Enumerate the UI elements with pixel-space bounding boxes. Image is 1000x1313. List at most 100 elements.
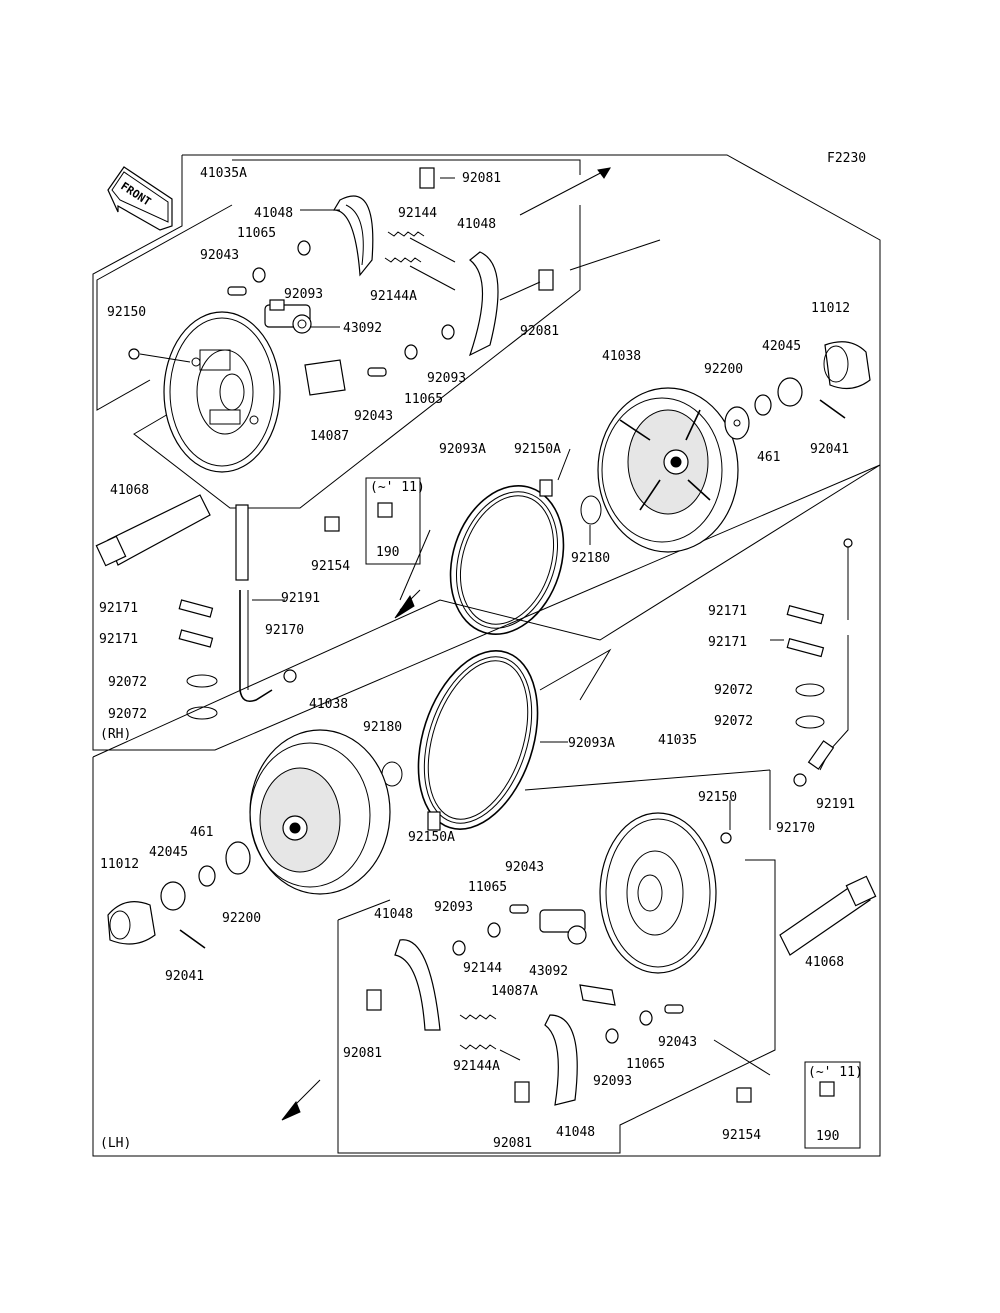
part-label: 92170 [776, 821, 815, 836]
rh-adjuster-top [419, 167, 435, 189]
rh-backplate-frame [133, 205, 581, 509]
rh-brake-shoe-lower [468, 251, 499, 357]
part-label: 92043 [354, 409, 393, 424]
part-label: 41035 [658, 733, 697, 748]
rh-bolt-92150a [539, 479, 553, 497]
part-label: 92043 [200, 248, 239, 263]
part-label: 92144 [463, 961, 502, 976]
part-label: 92081 [343, 1046, 382, 1061]
rh-castle-nut-42045 [777, 377, 803, 407]
part-label: 92072 [108, 707, 147, 722]
rh-oring-92180 [580, 495, 602, 525]
lh-spring-92144a [459, 1044, 497, 1050]
part-label: 92093A [439, 442, 486, 457]
part-label: 11012 [811, 301, 850, 316]
rh-spring-92144 [387, 231, 425, 237]
rh-clamp-92170 [283, 669, 297, 683]
rh-clip-92072-a [186, 674, 218, 688]
lh-frame [92, 464, 881, 1157]
part-label: 92144A [370, 289, 417, 304]
rh-washer-11065 [252, 267, 266, 283]
rh-spring-92144a [384, 257, 422, 263]
part-label: 92171 [708, 635, 747, 650]
lh-axle [779, 875, 877, 956]
part-label: 92093 [427, 371, 466, 386]
lh-adjuster-left [366, 989, 382, 1011]
part-label: 92171 [99, 601, 138, 616]
part-label: 92150A [514, 442, 561, 457]
part-label: 92072 [714, 683, 753, 698]
part-label: 92093 [593, 1074, 632, 1089]
lh-backing-plate [599, 812, 717, 974]
part-label: 92144 [398, 206, 437, 221]
leader-lines [252, 177, 784, 1076]
rh-axle [95, 494, 211, 567]
part-label: 92154 [722, 1128, 761, 1143]
lh-plate-14087a [579, 984, 616, 1006]
part-label: 11065 [404, 392, 443, 407]
rh-screw-92154 [324, 516, 340, 532]
lh-wheel-cylinder [539, 909, 587, 945]
part-label: 41048 [374, 907, 413, 922]
part-label: 92200 [704, 362, 743, 377]
lh-spring-92144 [459, 1014, 497, 1020]
rh-brake-drum [597, 387, 739, 553]
part-label: 92072 [714, 714, 753, 729]
part-label: 43092 [529, 964, 568, 979]
rh-adjuster-right [538, 269, 554, 291]
part-label: 461 [190, 825, 213, 840]
part-label: 92041 [810, 442, 849, 457]
rh-frame [92, 154, 881, 751]
part-label: 92180 [571, 551, 610, 566]
lh-castle-nut-42045 [160, 881, 186, 911]
lh-tag-92171-a [786, 605, 825, 625]
part-label: (~' 11) [370, 480, 425, 495]
rh-hub-cap-11012 [823, 341, 871, 390]
part-label: 92150 [107, 305, 146, 320]
rh-tag-92171-b [178, 629, 214, 648]
rh-brake-shoe-upper [332, 195, 374, 277]
rh-plate-14087 [304, 359, 346, 396]
rh-seal-92093a [449, 485, 565, 635]
part-label: 92191 [816, 797, 855, 812]
lh-clip-92072-b [795, 715, 825, 729]
part-label: 14087A [491, 984, 538, 999]
part-label: 11065 [237, 226, 276, 241]
lh-seal-92093a [417, 650, 539, 830]
part-label: 92150 [698, 790, 737, 805]
part-label: 461 [757, 450, 780, 465]
center-frame-arrow [539, 648, 612, 701]
part-label: 11012 [100, 857, 139, 872]
rh-pin-92043 [227, 286, 247, 296]
rh-washer-92200 [724, 406, 750, 440]
part-label: 92072 [108, 675, 147, 690]
part-label: 11065 [468, 880, 507, 895]
part-label: 41038 [309, 697, 348, 712]
part-label: 92170 [265, 623, 304, 638]
lh-brake-shoe-right [544, 1014, 578, 1106]
group-label-lh: (LH) [100, 1136, 131, 1151]
rh-cotter-pin-92041 [819, 399, 846, 419]
part-label: 92154 [311, 559, 350, 574]
part-label: 41038 [602, 349, 641, 364]
front-arrow-icon: FRONT [107, 166, 173, 231]
part-label: 92171 [708, 604, 747, 619]
part-label: 92043 [658, 1035, 697, 1050]
part-label: 92171 [99, 632, 138, 647]
part-label: 92200 [222, 911, 261, 926]
part-label: 92191 [281, 591, 320, 606]
part-label: 190 [376, 545, 399, 560]
part-label: 92081 [520, 324, 559, 339]
rh-washer-92093 [297, 240, 311, 256]
part-label: 14087 [310, 429, 349, 444]
lh-clip-92072-a [795, 683, 825, 697]
part-label: 92081 [493, 1136, 532, 1151]
rh-tube-92191 [239, 590, 273, 703]
part-label: 41068 [805, 955, 844, 970]
part-label: 42045 [149, 845, 188, 860]
part-label: 41068 [110, 483, 149, 498]
rh-nut-461 [754, 394, 772, 416]
part-label: 41048 [556, 1125, 595, 1140]
part-label: 92144A [453, 1059, 500, 1074]
